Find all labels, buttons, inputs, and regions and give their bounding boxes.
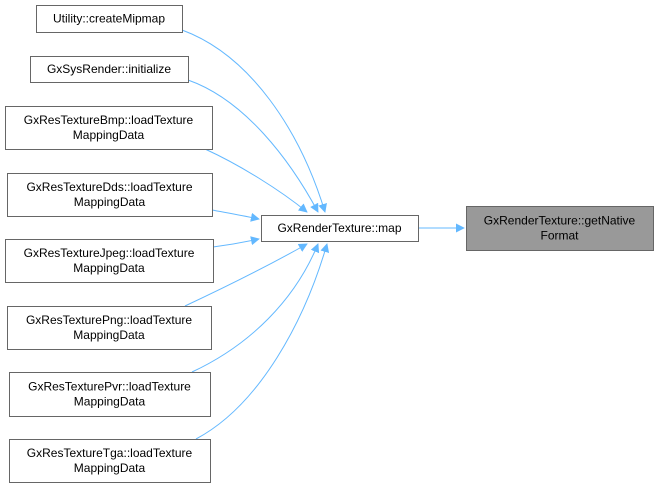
- node-label-line: MappingData: [73, 328, 145, 342]
- node-label-line: MappingData: [74, 195, 146, 209]
- edge-bmp-to-map: [204, 148, 308, 213]
- edge-tga-to-map: [195, 243, 330, 440]
- node-label-line: MappingData: [73, 128, 145, 142]
- edge-dds-to-map: [211, 209, 260, 222]
- node-box[interactable]: [9, 372, 211, 417]
- node-box[interactable]: [9, 439, 211, 483]
- node-label-line: GxResTexturePng::loadTexture: [26, 313, 192, 327]
- node-label-line: MappingData: [73, 261, 145, 275]
- edge-pvr-to-map: [191, 243, 320, 373]
- node-label-line: GxRenderTexture::getNative: [484, 214, 636, 228]
- node-createMipmap[interactable]: Utility::createMipmap: [36, 5, 183, 33]
- node-label-line: GxSysRender::initialize: [47, 62, 171, 76]
- node-map[interactable]: GxRenderTexture::map: [261, 215, 419, 242]
- edge-png-to-map: [184, 243, 308, 307]
- node-label-line: GxResTexturePvr::loadTexture: [28, 380, 191, 394]
- node-label-line: Format: [540, 229, 579, 243]
- edge-sysRenderInit-to-map: [187, 79, 319, 213]
- node-box[interactable]: [7, 306, 212, 350]
- node-label-line: GxRenderTexture::map: [277, 221, 401, 235]
- node-box[interactable]: [7, 173, 213, 217]
- edge-createMipmap-to-map: [181, 29, 327, 213]
- node-label-line: GxResTextureTga::loadTexture: [27, 446, 193, 460]
- node-box[interactable]: [30, 56, 189, 83]
- nodes-layer: Utility::createMipmapGxSysRender::initia…: [5, 5, 654, 483]
- node-label-line: MappingData: [74, 395, 146, 409]
- node-box[interactable]: [261, 215, 419, 242]
- node-label-line: Utility::createMipmap: [53, 12, 165, 26]
- node-label-line: GxResTextureJpeg::loadTexture: [24, 246, 195, 260]
- node-label-line: GxResTextureBmp::loadTexture: [24, 113, 194, 127]
- node-label-line: GxResTextureDds::loadTexture: [26, 180, 192, 194]
- node-box[interactable]: [5, 106, 213, 150]
- edge-jpeg-to-map: [212, 236, 260, 248]
- node-box[interactable]: [5, 239, 214, 283]
- edges-layer: [181, 29, 465, 440]
- node-sysRenderInit[interactable]: GxSysRender::initialize: [30, 56, 189, 83]
- node-box[interactable]: [466, 206, 654, 251]
- node-label-line: MappingData: [74, 461, 146, 475]
- node-box[interactable]: [36, 5, 183, 33]
